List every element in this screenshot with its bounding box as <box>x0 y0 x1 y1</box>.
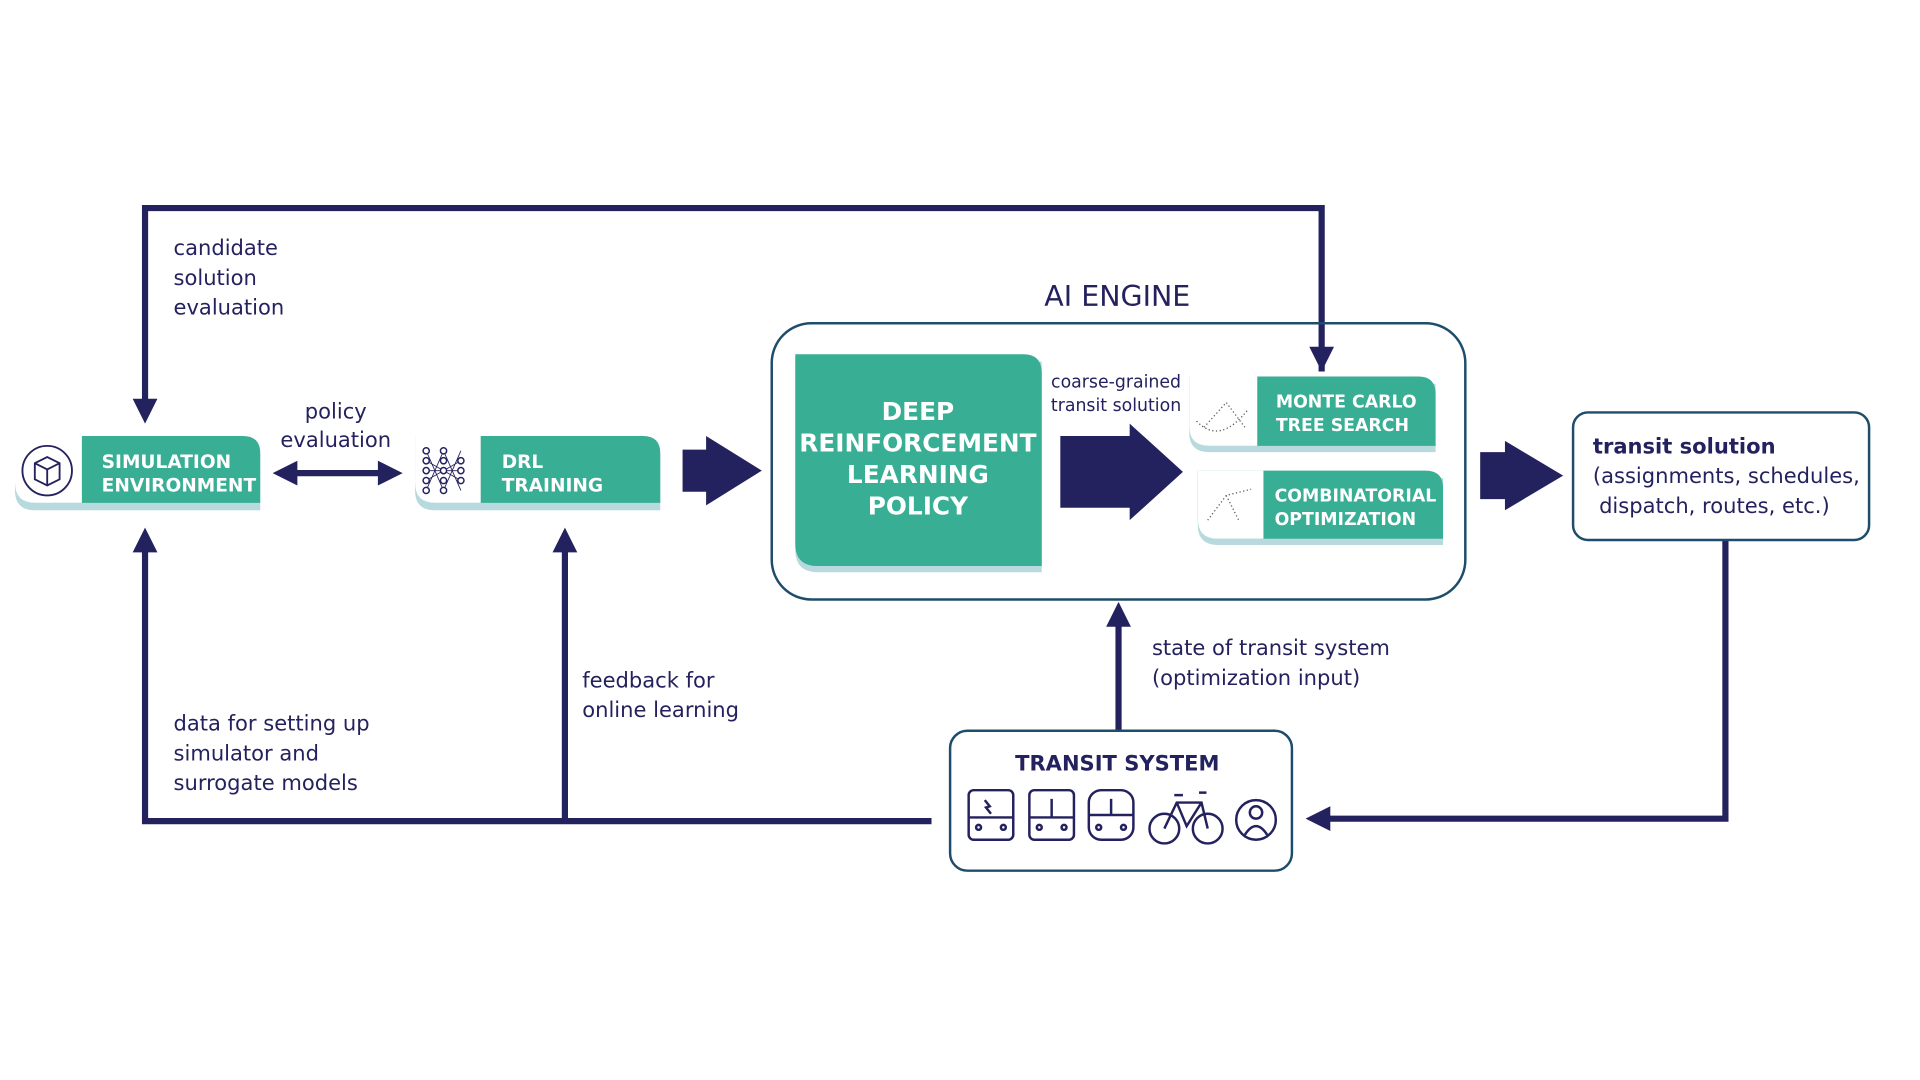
ai-engine-container <box>770 322 1467 601</box>
transit-solution-title: transit solution <box>1593 433 1776 458</box>
arrowhead <box>272 460 298 486</box>
cube-cycle-icon <box>21 444 73 497</box>
transit-solution-node: transit solution (assignments, schedules… <box>1571 411 1871 542</box>
arrowhead <box>1106 601 1131 627</box>
big-arrow <box>1060 423 1183 521</box>
state-label: state of transit system(optimization inp… <box>1152 635 1390 690</box>
transit-system-title: TRANSIT SYSTEM <box>1015 750 1219 775</box>
shuttle-icon <box>1087 788 1135 841</box>
arrowhead <box>132 398 158 424</box>
data-setup-arrow <box>141 544 932 825</box>
arrowhead <box>132 527 158 553</box>
electric-bus-icon <box>967 788 1015 841</box>
user-icon <box>1234 798 1278 841</box>
big-arrow <box>682 435 762 506</box>
candidate-evaluation-arrow <box>141 204 1325 409</box>
bicycle-icon <box>1148 791 1224 845</box>
arrowhead <box>552 527 578 553</box>
arrowhead <box>377 460 403 486</box>
arrowhead <box>1309 346 1335 372</box>
transit-system-node: TRANSIT SYSTEM <box>948 729 1294 872</box>
bus-icon <box>1028 788 1076 841</box>
solution-to-system-arrow <box>1325 540 1729 822</box>
big-arrow <box>1480 440 1564 511</box>
transit-solution-details: (assignments, schedules,dispatch, routes… <box>1593 463 1860 518</box>
arrowhead <box>1305 806 1331 832</box>
ai-engine-title: AI ENGINE <box>1044 280 1190 313</box>
graph-icon <box>1207 488 1252 521</box>
neural-network-icon <box>422 446 465 495</box>
